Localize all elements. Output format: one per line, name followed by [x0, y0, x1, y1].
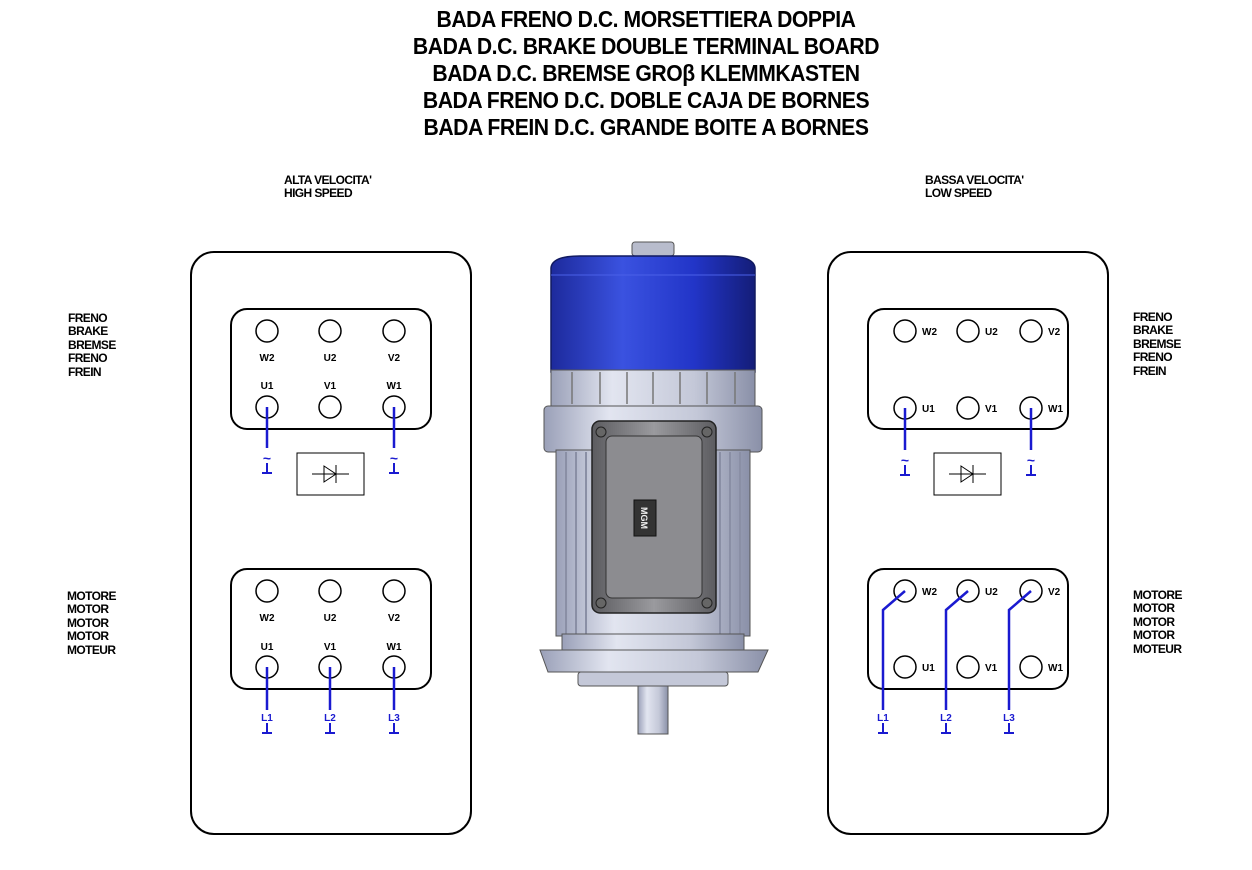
terminal-label: W1 [1048, 404, 1063, 415]
supply-wire [944, 590, 969, 710]
ac-symbol: ~ [390, 450, 398, 466]
supply-label: L2 [940, 713, 952, 724]
title-it: BADA FRENO D.C. MORSETTIERA DOPPIA [436, 6, 856, 32]
title-es: BADA FRENO D.C. DOBLE CAJA DE BORNES [422, 87, 870, 113]
terminal-label: V1 [324, 381, 337, 392]
brake-label: FREIN [68, 364, 102, 379]
motor-label: MOTOR [1133, 601, 1175, 616]
terminal-label: U2 [985, 327, 998, 338]
supply-label: L2 [324, 713, 336, 724]
motor-label: MOTEUR [67, 642, 116, 657]
right-motor-labels: MOTORE MOTOR MOTOR MOTOR MOTEUR [1133, 588, 1182, 656]
left-brake-labels: FRENO BRAKE BREMSE FRENO FREIN [68, 311, 116, 379]
supply-label: L3 [1003, 713, 1015, 724]
high-speed-label: ALTA VELOCITA' HIGH SPEED [284, 173, 372, 200]
terminal-label: U1 [261, 642, 274, 653]
brake-label: FRENO [68, 311, 108, 325]
ac-symbol: ~ [1027, 452, 1035, 468]
terminal-label: W2 [922, 587, 937, 598]
terminal-label: U2 [985, 587, 998, 598]
brake-label: BRAKE [1133, 323, 1173, 338]
terminal-circle [1019, 655, 1043, 679]
brake-label: FRENO [1133, 350, 1173, 365]
ac-symbol: ~ [901, 452, 909, 468]
motor-label: MOTOR [1133, 628, 1175, 643]
terminal-circle [956, 319, 980, 343]
terminal-label: V2 [388, 613, 401, 624]
terminal-circle [318, 319, 342, 343]
brake-label: BREMSE [1133, 336, 1181, 351]
terminal-label: V1 [985, 663, 998, 674]
terminal-label: V1 [324, 642, 337, 653]
supply-wire [1007, 590, 1032, 710]
supply-wire [881, 590, 906, 710]
motor-label: MOTEUR [1133, 641, 1182, 656]
terminal-circle [956, 396, 980, 420]
supply-label: L1 [877, 713, 889, 724]
terminal-label: U2 [324, 613, 337, 624]
title-block: BADA FRENO D.C. MORSETTIERA DOPPIA BADA … [0, 6, 1252, 141]
terminal-label: W1 [1048, 663, 1063, 674]
low-speed-line2: LOW SPEED [925, 186, 992, 200]
terminal-circle [893, 655, 917, 679]
terminal-label: U1 [922, 663, 935, 674]
terminal-label: U1 [922, 404, 935, 415]
terminal-circle [893, 319, 917, 343]
brake-label: FRENO [1133, 310, 1173, 324]
low-motor-terminal-board [867, 568, 1069, 690]
low-speed-label: BASSA VELOCITA' LOW SPEED [925, 174, 1024, 200]
terminal-label: U2 [324, 353, 337, 364]
rectifier-diode-icon [933, 452, 1002, 496]
low-brake-terminal-board [867, 308, 1069, 430]
supply-label: L3 [388, 713, 400, 724]
terminal-circle [318, 579, 342, 603]
terminal-label: W1 [387, 381, 402, 392]
motor-brand-badge: MGM [639, 507, 649, 529]
brake-label: BRAKE [68, 324, 108, 339]
title-fr: BADA FREIN D.C. GRANDE BOITE A BORNES [423, 114, 869, 140]
motor-label: MOTOR [67, 602, 109, 617]
motor-label: MOTORE [1133, 588, 1182, 602]
title-en: BADA D.C. BRAKE DOUBLE TERMINAL BOARD [412, 33, 880, 59]
terminal-circle [382, 579, 406, 603]
high-speed-line1: ALTA VELOCITA' [284, 173, 372, 187]
high-speed-panel [190, 251, 472, 835]
right-brake-labels: FRENO BRAKE BREMSE FRENO FREIN [1133, 310, 1181, 378]
terminal-label: U1 [261, 381, 274, 392]
low-speed-panel [827, 251, 1109, 835]
terminal-circle [255, 319, 279, 343]
high-brake-terminal-board [230, 308, 432, 430]
terminal-label: W2 [260, 353, 275, 364]
motor-label: MOTORE [67, 589, 116, 603]
terminal-label: W2 [260, 613, 275, 624]
terminal-circle [1019, 319, 1043, 343]
supply-label: L1 [261, 713, 273, 724]
terminal-circle [956, 655, 980, 679]
brake-label: FREIN [1133, 363, 1167, 378]
terminal-label: V1 [985, 404, 998, 415]
motor-label: MOTOR [67, 629, 109, 644]
title-de: BADA D.C. BREMSE GROβ KLEMMKASTEN [432, 60, 860, 86]
low-speed-line1: BASSA VELOCITA' [925, 173, 1024, 187]
high-speed-line2: HIGH SPEED [284, 186, 353, 200]
brake-label: BREMSE [68, 337, 116, 352]
terminal-label: V2 [388, 353, 401, 364]
terminal-circle [255, 579, 279, 603]
terminal-circle [382, 319, 406, 343]
brake-label: FRENO [68, 351, 108, 366]
terminal-label: V2 [1048, 587, 1061, 598]
motor-label: MOTOR [67, 615, 109, 630]
terminal-label: W2 [922, 327, 937, 338]
left-motor-labels: MOTORE MOTOR MOTOR MOTOR MOTEUR [67, 589, 116, 657]
terminal-label: W1 [387, 642, 402, 653]
motor-label: MOTOR [1133, 614, 1175, 629]
ac-symbol: ~ [263, 450, 271, 466]
motor-illustration [539, 241, 769, 735]
terminal-circle [318, 395, 342, 419]
terminal-label: V2 [1048, 327, 1061, 338]
rectifier-diode-icon [296, 452, 365, 496]
